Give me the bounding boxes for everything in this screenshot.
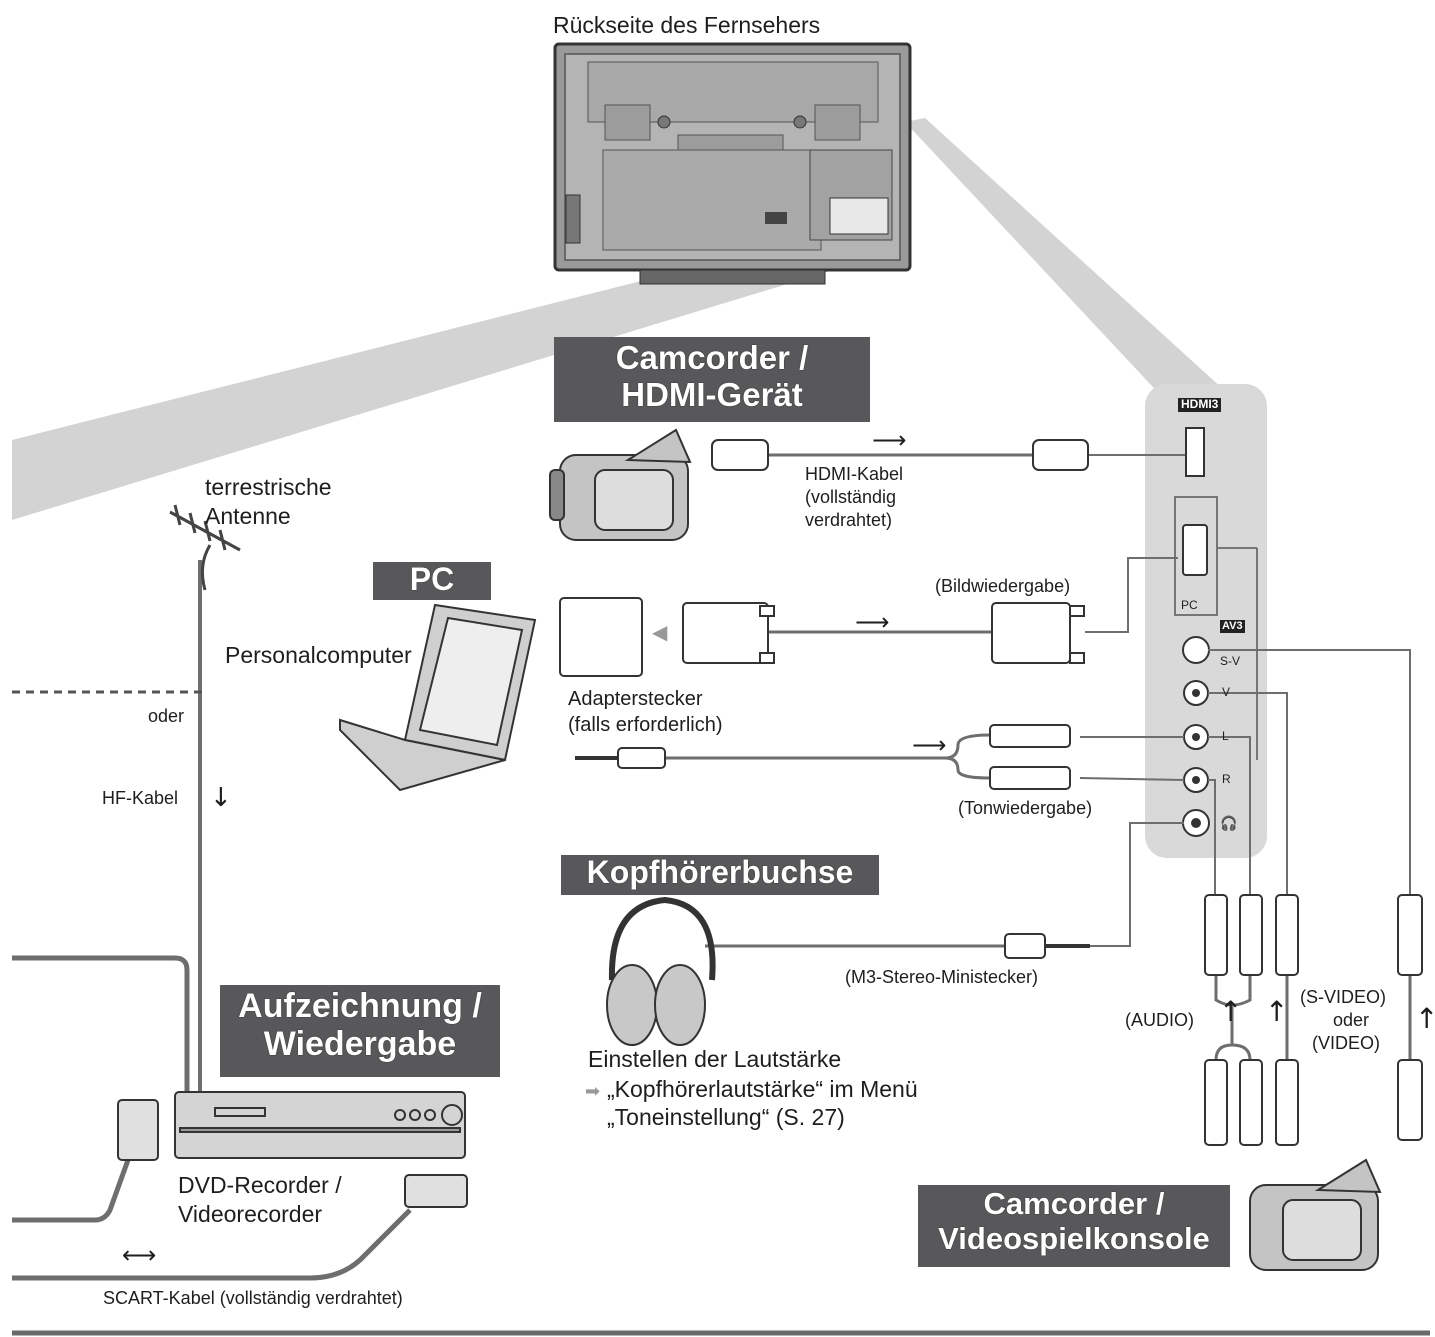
antenna-illustration — [169, 504, 241, 591]
antenna-label-2: Antenne — [205, 503, 291, 529]
reference-arrow-icon: ➡ — [585, 1081, 601, 1102]
scart-plugs — [117, 1099, 468, 1208]
panel-sv-label: S-V — [1220, 654, 1241, 668]
hdmi-cable-label-2: (vollständig — [805, 487, 897, 507]
antenna-label-1: terrestrische — [205, 474, 332, 500]
svideo-label-3: (VIDEO) — [1312, 1033, 1381, 1053]
beam-left — [12, 232, 840, 520]
panel-hdmi3-label: HDMI3 — [1178, 397, 1222, 412]
headphone-jack-icon: 🎧 — [1220, 815, 1238, 831]
arrow-up-icon: ↑ — [1415, 1002, 1435, 1035]
panel-v-label: V — [1222, 685, 1231, 699]
vga-plugs — [559, 597, 1085, 677]
volume-label-3: „Toneinstellung“ (S. 27) — [607, 1104, 845, 1130]
banner-line: Camcorder / — [615, 339, 809, 376]
panel-pc-label: PC — [1181, 598, 1198, 612]
headphones-illustration — [606, 896, 716, 1046]
dvd-label-2: Videorecorder — [178, 1201, 323, 1227]
camcorder-hdmi-illustration — [549, 428, 692, 541]
ministecker-label: (M3-Stereo-Ministecker) — [845, 967, 1039, 987]
arrow-up-icon: ↑ — [1265, 995, 1289, 1028]
banner-line: PC — [409, 561, 455, 597]
arrow-both-icon: ⟷ — [122, 1241, 157, 1269]
panel-r-label: R — [1222, 772, 1231, 786]
banner-line: Kopfhörerbuchse — [586, 854, 854, 890]
beam-right — [905, 118, 1235, 400]
arrow-left-icon: ◀ — [652, 620, 668, 644]
tv-rear-illustration — [553, 42, 912, 285]
banner-line: Wiedergabe — [263, 1025, 457, 1064]
volume-label-2: „Kopfhörerlautstärke“ im Menü — [607, 1076, 918, 1102]
arrow-right-icon: ⟶ — [855, 608, 890, 636]
arrow-right-icon: ⟶ — [912, 731, 947, 759]
banner-pc: PC — [373, 561, 491, 600]
dvd-recorder-illustration — [174, 1091, 466, 1159]
arrow-down-icon: ↓ — [210, 783, 232, 813]
cables — [12, 453, 1412, 1281]
tonwiedergabe-label: (Tonwiedergabe) — [958, 798, 1093, 818]
banner-line: Camcorder / — [983, 1186, 1165, 1221]
hdmi-cable-label-1: HDMI-Kabel — [805, 464, 904, 484]
camcorder-game-illustration — [1249, 1158, 1382, 1271]
bildwiedergabe-label: (Bildwiedergabe) — [935, 576, 1071, 596]
tv-back-label: Rückseite des Fernsehers — [553, 12, 821, 38]
banner-line: Aufzeichnung / — [238, 987, 482, 1025]
pc-label: Personalcomputer — [225, 642, 412, 668]
banner-headphone: Kopfhörerbuchse — [561, 854, 879, 895]
panel-l-label: L — [1222, 729, 1229, 743]
svideo-label-2: oder — [1333, 1010, 1370, 1030]
panel-av3-label: AV3 — [1220, 620, 1245, 633]
adapter-label-1: Adapterstecker — [568, 688, 703, 710]
dvd-label-1: DVD-Recorder / — [178, 1172, 342, 1198]
banner-line: Videospielkonsole — [938, 1220, 1210, 1256]
laptop-illustration — [339, 603, 537, 792]
hdmi-cable-label-3: verdrahtet) — [805, 510, 893, 530]
scart-label: SCART-Kabel (vollständig verdrahtet) — [103, 1288, 403, 1308]
banner-recording: Aufzeichnung / Wiedergabe — [220, 985, 500, 1077]
rca-plugs — [617, 724, 1423, 1146]
audio-label: (AUDIO) — [1125, 1010, 1194, 1030]
arrow-up-icon: ↑ — [1219, 995, 1243, 1028]
banner-camcorder-hdmi: Camcorder / HDMI-Gerät — [554, 337, 870, 422]
banner-camcorder-game: Camcorder / Videospielkonsole — [918, 1185, 1230, 1267]
banner-line: HDMI-Gerät — [621, 375, 803, 413]
hf-cable-label: HF-Kabel — [102, 788, 179, 808]
adapter-label-2: (falls erforderlich) — [568, 714, 723, 736]
arrow-right-icon: ⟶ — [872, 426, 907, 454]
hdmi-plugs — [711, 439, 1089, 471]
oder-label: oder — [148, 706, 185, 726]
volume-label-1: Einstellen der Lautstärke — [588, 1046, 842, 1072]
svideo-label-1: (S-VIDEO) — [1300, 987, 1387, 1007]
